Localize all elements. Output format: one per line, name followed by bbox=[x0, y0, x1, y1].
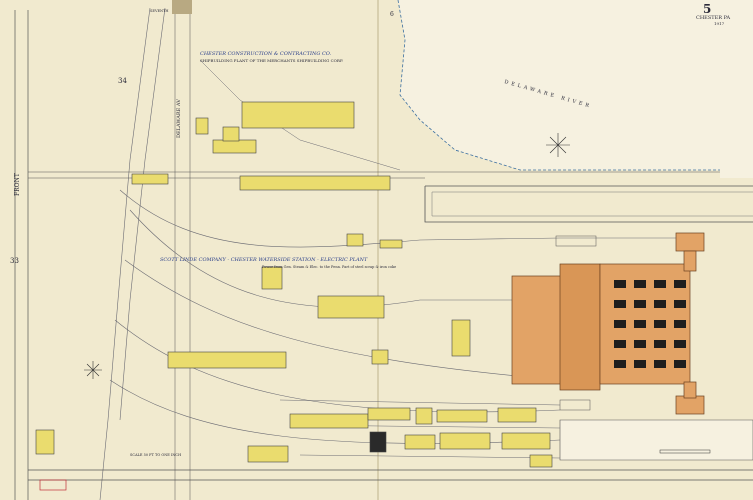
building-tower bbox=[451, 319, 471, 357]
scale-bar bbox=[659, 449, 711, 454]
building-annex bbox=[222, 126, 240, 142]
power-plant-intake bbox=[675, 232, 705, 252]
building-office bbox=[212, 139, 257, 154]
building-warehouse-d bbox=[497, 407, 537, 423]
rail-track-a bbox=[99, 7, 151, 500]
building-shop-c bbox=[501, 432, 551, 450]
shoreline bbox=[397, 0, 720, 171]
power-plant-discharge bbox=[675, 395, 705, 415]
bulkhead-inner-line bbox=[431, 191, 753, 217]
building-warehouse-b bbox=[415, 407, 433, 425]
owner-construction-subtitle: SHIPBUILDING PLANT OF THE MERCHANTS SHIP… bbox=[200, 58, 344, 63]
building-small-a bbox=[195, 117, 209, 135]
rail-track-b bbox=[119, 7, 166, 421]
coal-trestle bbox=[555, 235, 597, 247]
compass-river-icon bbox=[546, 133, 570, 157]
building-machine-shed bbox=[167, 351, 287, 369]
scale-note: SCALE 50 FT TO ONE INCH bbox=[130, 453, 182, 457]
building-dwelling bbox=[35, 429, 55, 455]
building-shipbuilding-shop bbox=[241, 101, 355, 129]
building-long-shed bbox=[239, 175, 391, 191]
seventh-street-label: SEVENTH bbox=[150, 9, 169, 13]
block-33: 33 bbox=[10, 257, 19, 265]
building-mill bbox=[247, 445, 289, 463]
building-shop-a bbox=[404, 434, 436, 450]
building-small-c bbox=[379, 239, 403, 249]
owner-construction-title: CHESTER CONSTRUCTION & CONTRACTING CO. bbox=[200, 51, 332, 57]
delaware-avenue-label: DELAWARE AV bbox=[176, 99, 182, 138]
building-pump-house bbox=[131, 173, 169, 185]
building-boiler-shed bbox=[317, 295, 385, 319]
building-engine-house bbox=[369, 431, 387, 453]
block-34: 34 bbox=[118, 77, 127, 85]
yard-track-1 bbox=[119, 189, 690, 248]
building-small-e bbox=[371, 349, 389, 365]
seventh-street bbox=[28, 469, 753, 481]
power-plant-windows bbox=[614, 280, 686, 368]
red-stamp bbox=[39, 479, 67, 491]
owner-power-title: SCOTT LINDE COMPANY - CHESTER WATERSIDE … bbox=[160, 257, 368, 263]
owner-power-subtitle: Power from Gen. Steam & Elec. to the Pen… bbox=[262, 265, 397, 269]
delaware-avenue bbox=[174, 8, 191, 500]
paper-tape bbox=[172, 0, 192, 14]
building-small-b bbox=[346, 233, 364, 247]
bulkhead-line bbox=[424, 185, 753, 223]
front-street-label: FRONT bbox=[14, 173, 21, 196]
yard-track-2 bbox=[129, 209, 520, 308]
front-street bbox=[14, 10, 29, 500]
power-plant-turbine-hall bbox=[559, 263, 601, 391]
power-plant-discharge-neck bbox=[683, 381, 697, 399]
sheet-year: 1917 bbox=[714, 21, 725, 26]
building-shop-b bbox=[439, 432, 491, 450]
compass-yard-icon bbox=[84, 361, 102, 379]
power-plant-intake-neck bbox=[683, 250, 697, 272]
block-6: 6 bbox=[390, 11, 394, 18]
sheet-place: CHESTER PA bbox=[696, 15, 731, 21]
building-warehouse-c bbox=[436, 409, 488, 423]
sheet-number: 5 bbox=[703, 2, 712, 16]
lower-slip bbox=[559, 419, 753, 461]
outfall-structure bbox=[559, 399, 591, 411]
yard-track-3 bbox=[124, 259, 561, 381]
river-area bbox=[398, 0, 753, 178]
building-gate bbox=[529, 454, 553, 468]
building-small-d bbox=[261, 266, 283, 290]
building-storage bbox=[289, 413, 369, 429]
building-warehouse-a bbox=[367, 407, 411, 421]
